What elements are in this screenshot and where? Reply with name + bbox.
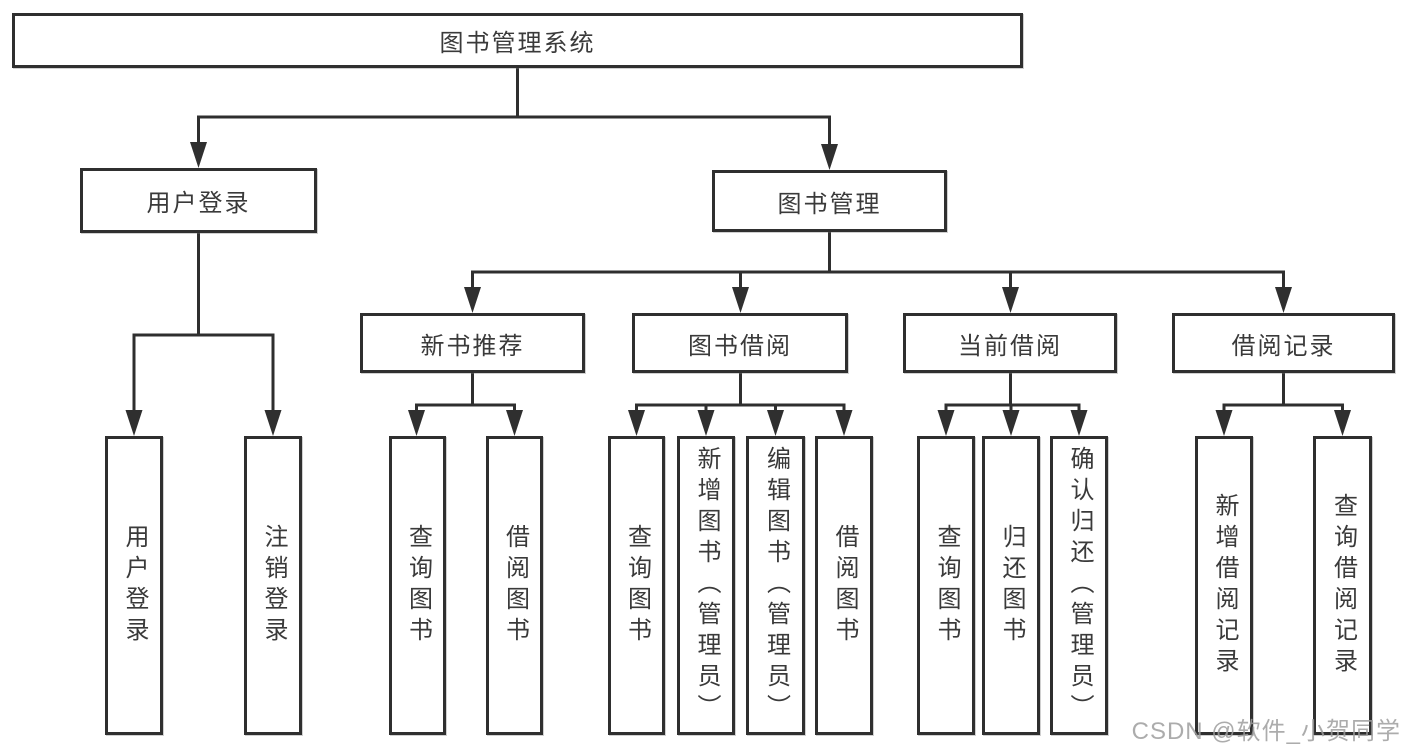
node-borrowing-records: 借阅记录: [1172, 313, 1395, 373]
leaf-confirm-return-admin: 确认归还（管理员）: [1050, 436, 1108, 735]
node-book-borrowing: 图书借阅: [632, 313, 848, 373]
leaf-add-borrow-record: 新增借阅记录: [1195, 436, 1253, 735]
node-label: 用户登录: [121, 523, 148, 648]
node-label: 图书管理: [777, 190, 882, 218]
arrow-down-icon: [1334, 410, 1351, 436]
arrow-down-icon: [1002, 410, 1020, 436]
connector-root-to-branches: [197, 66, 831, 150]
leaf-borrow-books-1: 借阅图书: [486, 436, 543, 735]
leaf-borrow-books-2: 借阅图书: [815, 436, 873, 735]
node-label: 归还图书: [998, 523, 1025, 648]
arrow-down-icon: [697, 410, 715, 436]
arrow-down-icon: [767, 410, 784, 436]
arrow-down-icon: [732, 287, 749, 313]
leaf-logout: 注销登录: [244, 436, 302, 735]
arrow-down-icon: [264, 410, 282, 436]
node-label: 借阅图书: [831, 523, 858, 648]
arrow-down-icon: [125, 410, 143, 436]
node-label: 编辑图书（管理员）: [762, 446, 790, 725]
node-library-management-system: 图书管理系统: [12, 13, 1023, 68]
leaf-query-books-3: 查询图书: [917, 436, 975, 735]
arrowheads: [125, 142, 1351, 436]
node-label: 图书管理系统: [439, 30, 596, 57]
leaf-query-borrow-record: 查询借阅记录: [1313, 436, 1372, 735]
node-label: 确认归还（管理员）: [1066, 446, 1093, 725]
node-label: 查询图书: [623, 523, 651, 648]
node-label: 新增图书（管理员）: [693, 446, 720, 725]
arrow-down-icon: [835, 410, 853, 436]
arrow-down-icon: [408, 410, 425, 436]
arrow-down-icon: [1002, 287, 1019, 313]
node-label: 新书推荐: [420, 332, 525, 360]
leaf-user-login: 用户登录: [105, 436, 163, 735]
node-current-borrowing: 当前借阅: [903, 313, 1117, 373]
node-label: 查询借阅记录: [1329, 492, 1357, 679]
node-label: 注销登录: [260, 523, 287, 648]
connector-book-management-to-sections: [471, 230, 1285, 293]
node-label: 借阅图书: [501, 523, 529, 648]
node-user-login: 用户登录: [80, 168, 317, 233]
node-label: 新增借阅记录: [1211, 492, 1238, 679]
connector-user-login-to-leaves: [132, 231, 275, 416]
node-book-management: 图书管理: [712, 170, 947, 232]
leaf-return-books: 归还图书: [982, 436, 1040, 735]
arrow-down-icon: [1070, 410, 1088, 436]
arrow-down-icon: [464, 287, 481, 313]
leaf-edit-books-admin: 编辑图书（管理员）: [746, 436, 805, 735]
connector-new-book-recommendation-to-leaves: [415, 371, 516, 416]
leaf-add-books-admin: 新增图书（管理员）: [677, 436, 735, 735]
node-label: 查询图书: [933, 523, 960, 648]
arrow-down-icon: [506, 410, 523, 436]
node-label: 当前借阅: [958, 332, 1062, 360]
node-label: 借阅记录: [1231, 332, 1336, 360]
leaf-query-books-2: 查询图书: [608, 436, 665, 735]
arrow-down-icon: [937, 410, 955, 436]
arrow-down-icon: [821, 144, 838, 170]
connector-current-borrowing-to-leaves: [944, 371, 1081, 416]
node-label: 用户登录: [146, 190, 251, 217]
node-new-book-recommendation: 新书推荐: [360, 313, 585, 373]
arrow-down-icon: [628, 410, 645, 436]
arrow-down-icon: [190, 142, 207, 168]
node-label: 查询图书: [404, 523, 432, 648]
arrow-down-icon: [1275, 287, 1292, 313]
csdn-watermark: CSDN @软件_小贺同学: [1131, 718, 1401, 745]
connector-borrowing-records-to-leaves: [1222, 371, 1344, 416]
arrow-down-icon: [1215, 410, 1233, 436]
leaf-query-books-1: 查询图书: [389, 436, 446, 735]
node-label: 图书借阅: [688, 332, 792, 360]
connector-book-borrowing-to-leaves: [635, 371, 846, 416]
